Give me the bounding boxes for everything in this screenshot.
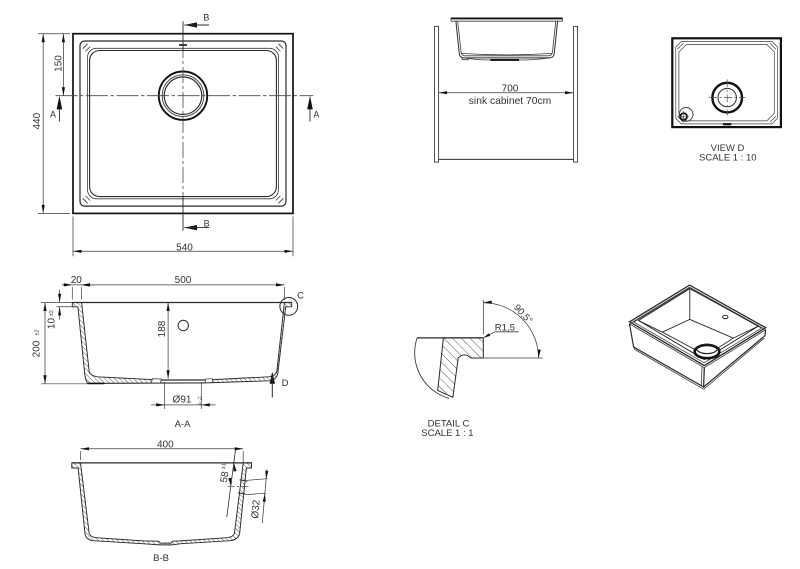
svg-text:A: A [50,110,56,120]
svg-text:-1: -1 [197,401,202,407]
svg-text:B-B: B-B [153,553,169,564]
svg-text:200: 200 [32,340,43,357]
svg-text:700: 700 [502,84,519,95]
svg-text:500: 500 [175,275,192,286]
svg-text:D: D [282,378,289,389]
svg-text:±2: ±2 [49,310,55,316]
svg-text:10: 10 [47,318,58,330]
svg-text:400: 400 [157,440,174,451]
svg-text:B: B [203,13,209,23]
svg-text:20: 20 [71,275,83,286]
svg-text:C: C [297,290,304,301]
svg-text:SCALE 1 : 1: SCALE 1 : 1 [421,428,473,439]
svg-text:440: 440 [32,112,43,129]
svg-text:±1: ±1 [221,463,228,470]
svg-text:±2: ±2 [34,329,40,335]
svg-text:150: 150 [54,55,65,72]
svg-text:188: 188 [157,320,168,337]
svg-text:Ø91: Ø91 [173,395,192,406]
svg-text:sink cabinet 70cm: sink cabinet 70cm [469,96,551,107]
svg-text:Ø32: Ø32 [250,499,263,519]
svg-text:R1,5: R1,5 [495,322,515,333]
svg-text:A: A [313,109,319,119]
svg-text:A-A: A-A [175,419,192,430]
svg-text:DETAIL C: DETAIL C [428,419,470,430]
svg-text:58: 58 [219,470,232,483]
svg-text:540: 540 [176,242,193,253]
svg-text:+2: +2 [197,396,203,402]
svg-text:SCALE 1 : 10: SCALE 1 : 10 [699,153,757,164]
svg-text:VIEW D: VIEW D [711,143,745,154]
svg-text:B: B [204,218,210,228]
